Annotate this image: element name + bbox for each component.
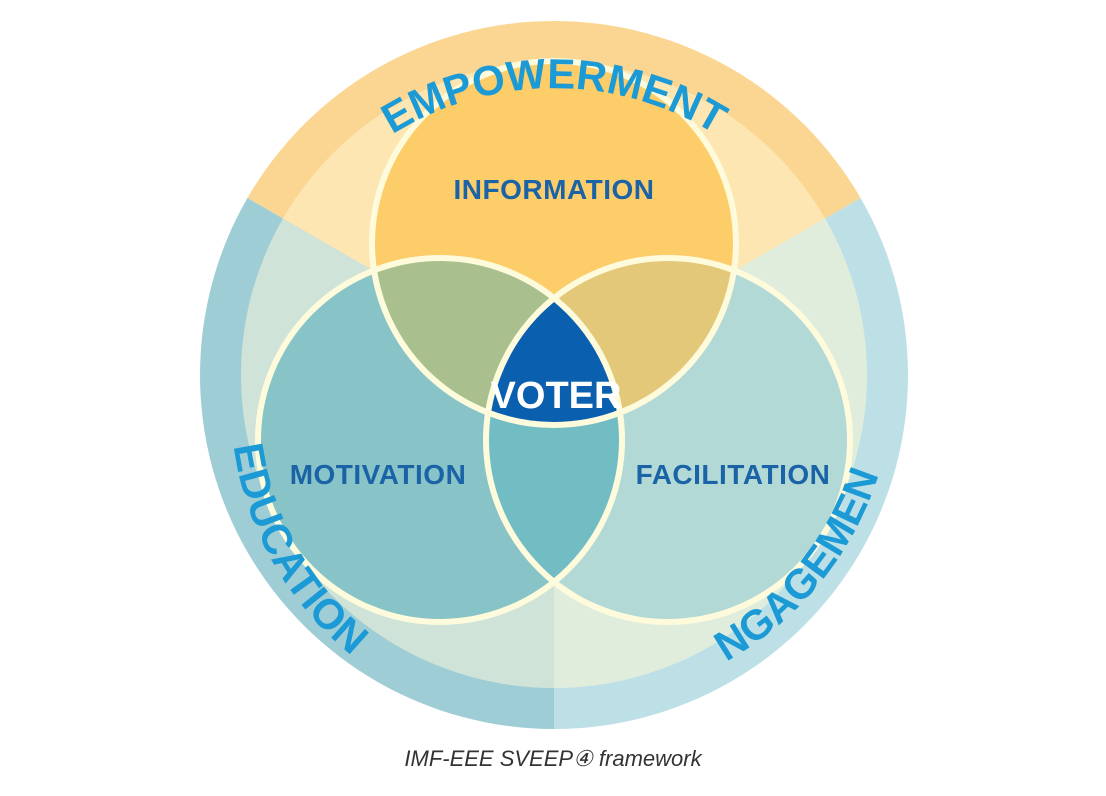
outline-facilitation bbox=[483, 255, 853, 625]
outline-information bbox=[369, 58, 739, 428]
label-voter: VOTER bbox=[491, 375, 622, 417]
label-motivation: MOTIVATION bbox=[290, 459, 467, 490]
caption: IMF-EEE SVEEP④ framework bbox=[404, 746, 702, 771]
center-voter-shape bbox=[488, 298, 620, 426]
label-facilitation: FACILITATION bbox=[636, 459, 831, 490]
sveep-framework-diagram: INFORMATION MOTIVATION FACILITATION VOTE… bbox=[0, 0, 908, 729]
outline-motivation bbox=[255, 255, 625, 625]
label-information: INFORMATION bbox=[454, 174, 655, 205]
